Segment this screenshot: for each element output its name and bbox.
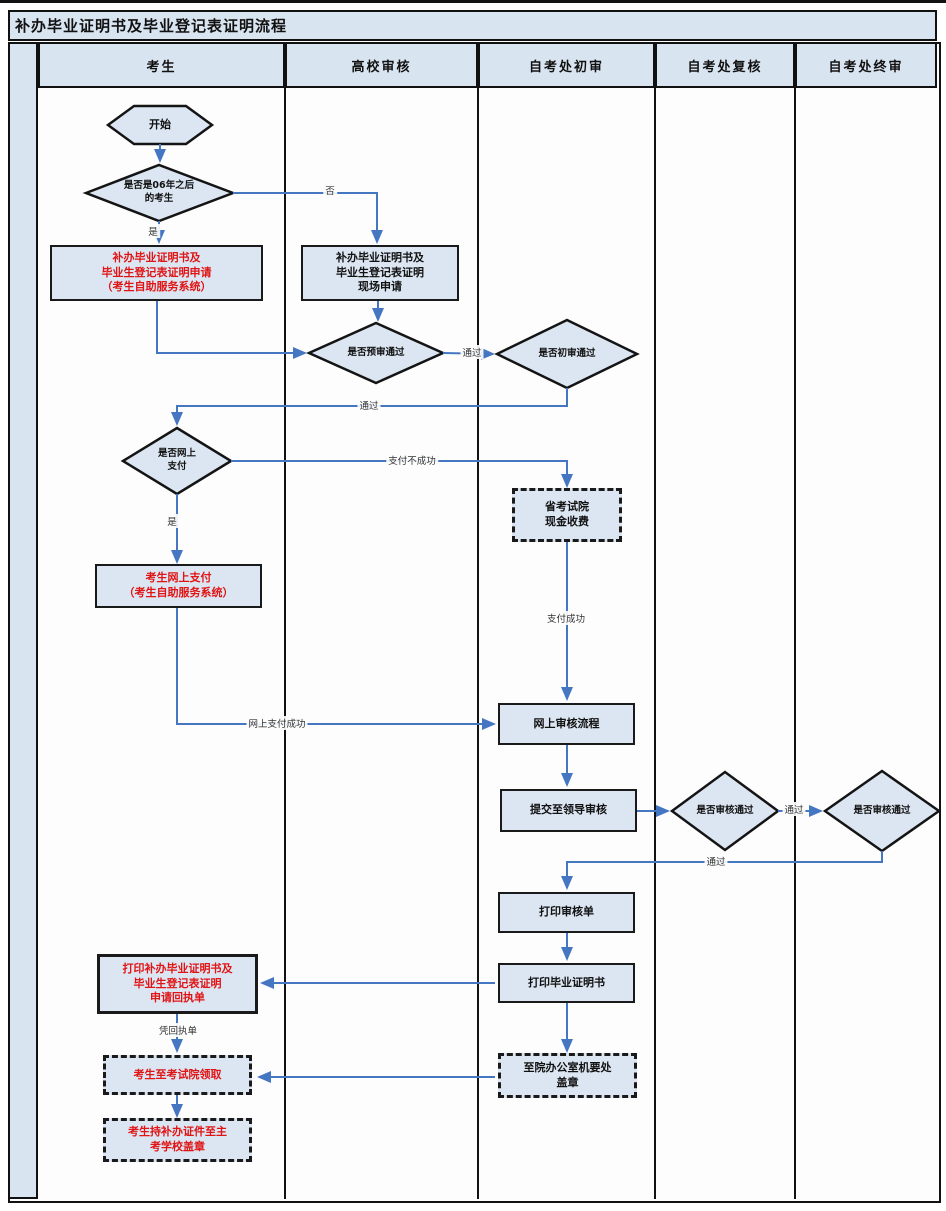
top-border-rule bbox=[0, 0, 946, 3]
lane-separator bbox=[794, 88, 796, 1199]
edge-no-to-apply-onsite bbox=[233, 192, 383, 244]
edge-paid-to-online-review bbox=[176, 608, 496, 730]
process-print-certificate: 打印毕业证明书 bbox=[498, 963, 635, 1003]
process-collect: 考生至考试院领取 bbox=[103, 1055, 252, 1095]
edge-label-pay-fail: 支付不成功 bbox=[386, 453, 438, 467]
edge-label-yes: 是 bbox=[146, 224, 160, 238]
edge-apply-online-to-preaudit bbox=[156, 301, 307, 359]
edge-label-no: 否 bbox=[323, 183, 337, 197]
process-print-receipt: 打印补办毕业证明书及 毕业生登记表证明 申请回执单 bbox=[97, 954, 258, 1014]
process-pay-online: 考生网上支付 （考生自助服务系统） bbox=[95, 564, 262, 608]
decision-review2: 是否审核通过 bbox=[853, 804, 911, 816]
decision-review2-shape bbox=[822, 769, 942, 853]
lane-header-recheck: 自考处复核 bbox=[655, 42, 795, 88]
process-apply-online: 补办毕业证明书及 毕业生登记表证明申请 （考生自助服务系统） bbox=[50, 245, 263, 301]
page-title: 补办毕业证明书及毕业登记表证明流程 bbox=[8, 10, 937, 41]
left-margin-column bbox=[8, 42, 38, 1199]
lane-header-university-review: 高校审核 bbox=[285, 42, 478, 88]
lane-header-candidate: 考生 bbox=[38, 42, 285, 88]
process-print-audit-form: 打印审核单 bbox=[498, 892, 635, 933]
decision-preaudit: 是否预审通过 bbox=[347, 346, 405, 358]
process-apply-onsite: 补办毕业证明书及 毕业生登记表证明 现场申请 bbox=[301, 245, 459, 301]
lane-separator bbox=[477, 88, 479, 1199]
start-node: 开始 bbox=[149, 117, 171, 131]
lane-header-final-review: 自考处终审 bbox=[795, 42, 937, 88]
edge-label-pay-success: 支付成功 bbox=[544, 611, 588, 625]
lane-separator bbox=[654, 88, 656, 1199]
decision-firstaudit: 是否初审通过 bbox=[538, 347, 596, 359]
edge-label-pass: 通过 bbox=[460, 345, 484, 359]
edge-label-with-receipt: 凭回执单 bbox=[156, 1023, 200, 1037]
decision-after2006: 是否是06年之后 的考生 bbox=[123, 180, 195, 204]
edge-label-pass: 通过 bbox=[704, 854, 728, 868]
edge-payfail-to-cash bbox=[231, 460, 573, 488]
decision-firstaudit-shape bbox=[494, 318, 640, 390]
process-cash-charge: 省考试院 现金收费 bbox=[512, 488, 622, 542]
decision-onlinepay: 是否网上 支付 bbox=[157, 448, 196, 472]
start-hexagon-shape bbox=[105, 104, 215, 146]
lane-separator bbox=[284, 88, 286, 1199]
process-school-stamp: 考生持补办证件至主 考学校盖章 bbox=[103, 1118, 252, 1162]
edge-label-online-pay-success: 网上支付成功 bbox=[246, 716, 308, 730]
decision-review1: 是否审核通过 bbox=[696, 804, 754, 816]
edge-label-yes: 是 bbox=[165, 514, 179, 528]
edge-label-pass: 通过 bbox=[782, 802, 806, 816]
edge-label-pass: 通过 bbox=[357, 398, 381, 412]
lane-header-initial-review: 自考处初审 bbox=[478, 42, 655, 88]
process-submit-leader: 提交至领导审核 bbox=[500, 789, 637, 832]
process-office-stamp: 至院办公室机要处 盖章 bbox=[498, 1053, 637, 1098]
process-online-review: 网上审核流程 bbox=[498, 703, 635, 745]
